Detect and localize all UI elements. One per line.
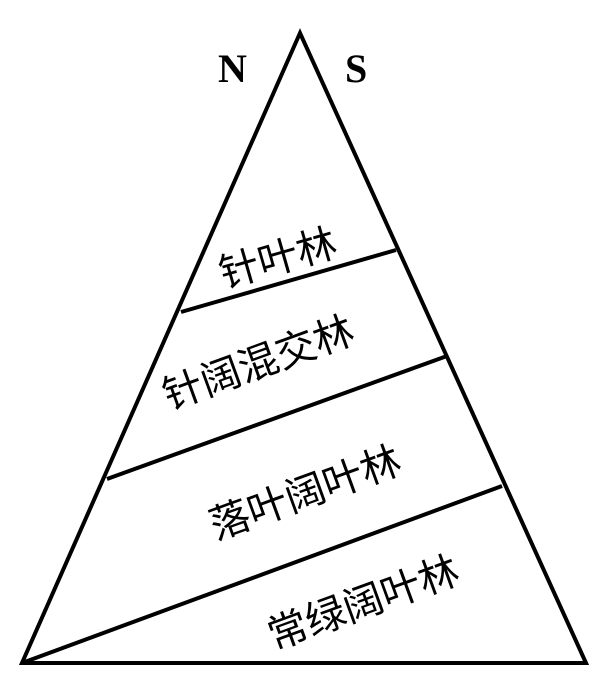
divider-deciduous-evergreen bbox=[21, 484, 503, 665]
divider-coniferous-mixed bbox=[180, 248, 397, 314]
zone-label-mixed: 针阔混交林 bbox=[157, 308, 361, 420]
mountain-outline bbox=[18, 28, 590, 665]
north-slope-label: N bbox=[218, 46, 247, 91]
south-slope-label: S bbox=[345, 46, 367, 91]
divider-mixed-deciduous bbox=[106, 354, 448, 481]
